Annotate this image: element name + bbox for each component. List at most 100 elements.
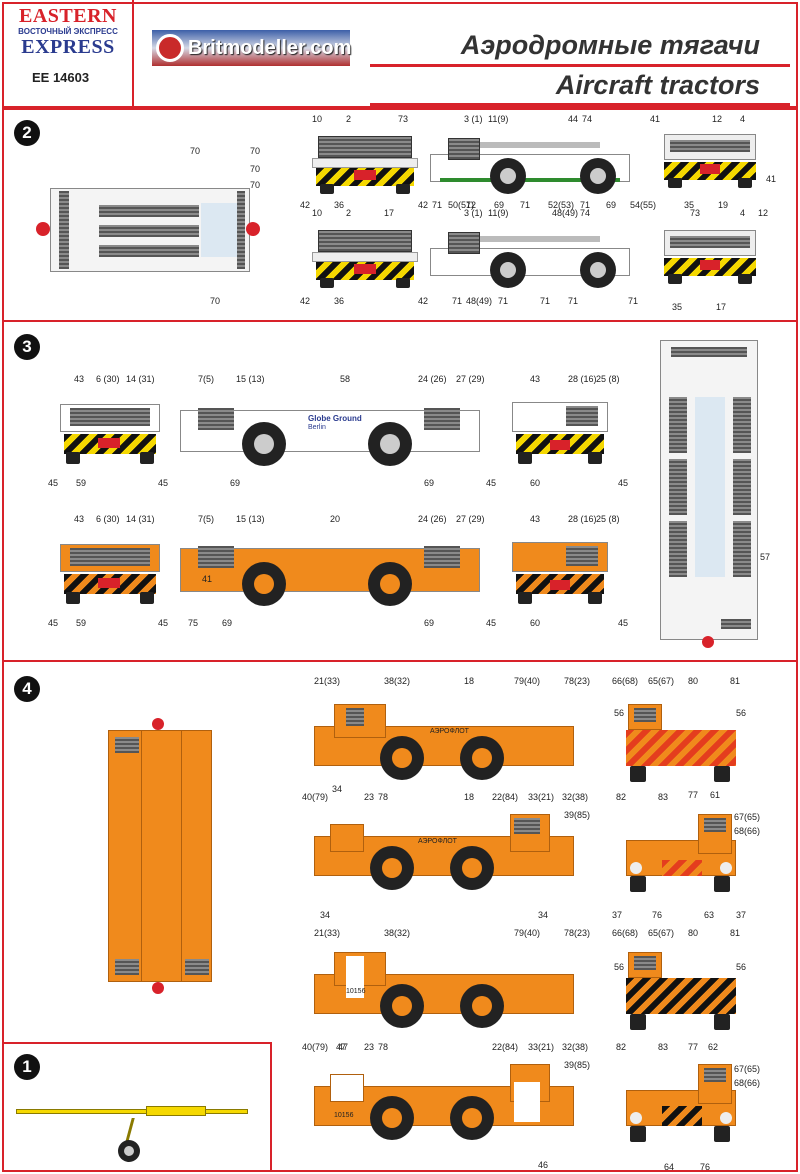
- callout-label: 36: [334, 200, 345, 210]
- callout-label: 77: [688, 790, 699, 800]
- callout-label: 45: [618, 478, 629, 488]
- callout-label: 78(23): [564, 676, 591, 686]
- tractor-side-view-aeroflot: АЭРОФЛОТ: [314, 810, 574, 890]
- callout-label: 66(68): [612, 928, 639, 938]
- callout-label: 54(55): [630, 200, 657, 210]
- callout-label: 45: [486, 618, 497, 628]
- callout-label: 11(9): [488, 114, 509, 124]
- tractor-rear-view: [660, 226, 760, 286]
- callout-label: 78(23): [564, 928, 591, 938]
- callout-label: 70: [250, 164, 261, 174]
- tow-hitch: [152, 718, 164, 730]
- callout-label: 18: [464, 676, 475, 686]
- callout-label: 75: [188, 618, 199, 628]
- callout-label: 73: [398, 114, 409, 124]
- tractor-front-view: [312, 134, 418, 194]
- callout-label: 42: [300, 200, 311, 210]
- callout-label: 64: [664, 1162, 675, 1172]
- livery-text: АЭРОФЛОТ: [418, 838, 457, 845]
- callout-label: 12: [712, 114, 723, 124]
- callout-label: 41: [650, 114, 661, 124]
- callout-label: 59: [76, 618, 87, 628]
- livery-text: Berlin: [308, 424, 326, 431]
- callout-label: 67(65): [734, 812, 761, 822]
- callout-label: 22(84): [492, 1042, 519, 1052]
- product-code: EE 14603: [32, 70, 90, 85]
- livery-text: АЭРОФЛОТ: [430, 728, 469, 735]
- callout-label: 45: [486, 478, 497, 488]
- callout-label: 23: [364, 792, 375, 802]
- tractor-side-view: [430, 228, 630, 288]
- callout-label: 70: [210, 296, 221, 306]
- callout-label: 71: [520, 200, 531, 210]
- callout-label: 76: [700, 1162, 711, 1172]
- callout-label: 45: [48, 618, 59, 628]
- tractor-front-view: [312, 228, 418, 288]
- tow-hitch: [702, 636, 714, 648]
- callout-label: 27 (29): [456, 514, 485, 524]
- callout-label: 62: [708, 1042, 719, 1052]
- callout-label: 32(38): [562, 792, 589, 802]
- tractor-rear-view: [512, 400, 608, 466]
- callout-label: 36: [334, 296, 345, 306]
- tractor-top-view-white: [660, 340, 758, 640]
- tow-hitch: [246, 222, 260, 236]
- callout-label: 24 (26): [418, 374, 447, 384]
- callout-label: 56: [736, 708, 747, 718]
- callout-label: 19: [718, 200, 729, 210]
- callout-label: 45: [618, 618, 629, 628]
- callout-label: 68(66): [734, 1078, 761, 1088]
- brand-line-1: EASTERN: [19, 5, 117, 27]
- tractor-side-view: [430, 134, 630, 194]
- callout-label: 10: [312, 208, 323, 218]
- callout-label: 38(32): [384, 928, 411, 938]
- callout-label: 69: [424, 618, 435, 628]
- tractor-rear-view: [660, 130, 760, 190]
- callout-label: 81: [730, 676, 741, 686]
- callout-label: 46: [538, 1160, 549, 1170]
- callout-label: 43: [74, 514, 85, 524]
- callout-label: 47: [338, 1042, 349, 1052]
- tractor-side-view-10156: 10156: [314, 948, 574, 1028]
- callout-label: 42: [418, 296, 429, 306]
- callout-label: 69: [424, 478, 435, 488]
- callout-label: 69: [230, 478, 241, 488]
- callout-label: 34: [332, 784, 343, 794]
- livery-text: Globe Ground: [308, 414, 362, 423]
- eastern-express-logo: EASTERN ВОСТОЧНЫЙ ЭКСПРЕСС EXPRESS: [6, 6, 130, 66]
- callout-label: 43: [530, 514, 541, 524]
- callout-label: 6 (30): [96, 514, 120, 524]
- callout-label: 56: [614, 962, 625, 972]
- section-3-frame: [2, 320, 798, 662]
- brand-line-3: EXPRESS: [21, 36, 115, 58]
- callout-label: 45: [48, 478, 59, 488]
- callout-label: 17: [384, 208, 395, 218]
- callout-label: 56: [614, 708, 625, 718]
- callout-label: 76: [652, 910, 663, 920]
- callout-label: 18: [464, 792, 475, 802]
- callout-label: 60: [530, 618, 541, 628]
- callout-label: 40(79): [302, 792, 329, 802]
- header-frame: [2, 2, 798, 108]
- tractor-side-view-white: Globe Ground Berlin: [180, 400, 480, 466]
- callout-label: 77: [688, 1042, 699, 1052]
- callout-label: 45: [158, 478, 169, 488]
- callout-label: 74: [580, 208, 591, 218]
- callout-label: 82: [616, 792, 627, 802]
- section-number: 4: [14, 676, 40, 702]
- callout-label: 81: [730, 928, 741, 938]
- callout-label: 63: [704, 910, 715, 920]
- callout-label: 83: [658, 1042, 669, 1052]
- section-number: 2: [14, 120, 40, 146]
- tractor-rear-view-orange: [512, 540, 608, 606]
- tractor-rear-view-orange: [626, 810, 736, 894]
- callout-label: 41: [766, 174, 777, 184]
- callout-label: 38(32): [384, 676, 411, 686]
- title-russian: Аэродромные тягачи: [460, 30, 760, 60]
- title-english: Aircraft tractors: [555, 70, 760, 100]
- callout-label: 25 (8): [596, 514, 620, 524]
- callout-label: 6 (30): [96, 374, 120, 384]
- callout-label: 22(84): [492, 792, 519, 802]
- callout-label: 28 (16): [568, 374, 597, 384]
- callout-label: 52(53): [548, 200, 575, 210]
